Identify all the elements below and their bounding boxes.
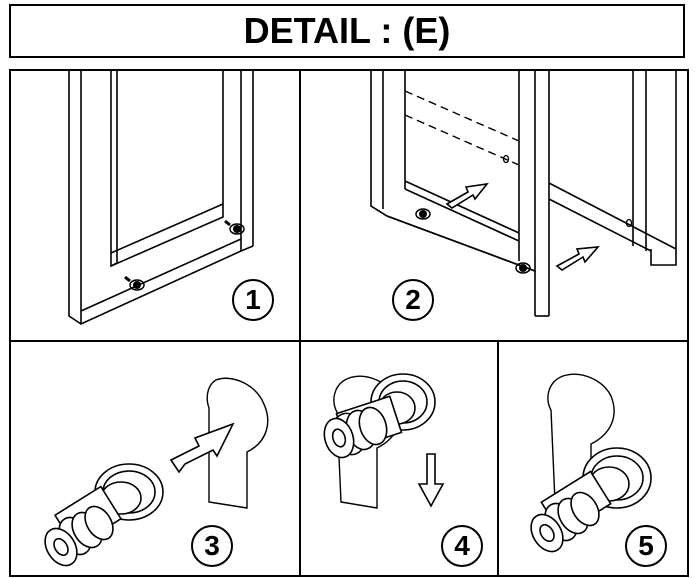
step-number-3: 3	[191, 525, 233, 567]
arrow-right-icon	[169, 422, 235, 474]
screw-icon	[515, 262, 531, 274]
step-number-5: 5	[625, 525, 667, 567]
arrow-right-icon	[555, 246, 600, 271]
panel-step-4: 4	[301, 342, 499, 575]
frame-screws-illustration	[68, 71, 254, 325]
screw-icon	[415, 208, 431, 220]
screw-icon	[530, 447, 652, 553]
arrow-down-icon	[417, 453, 445, 508]
detail-title: DETAIL : (E)	[9, 4, 685, 58]
step-number-2: 2	[392, 279, 434, 321]
screw-insert-illustration	[44, 377, 269, 567]
step-number-1: 1	[232, 279, 274, 321]
screw-icon	[44, 463, 164, 567]
arrow-right-icon	[445, 182, 489, 209]
screw-icon	[124, 275, 145, 291]
panel-step-5: 5	[499, 342, 687, 575]
panel-step-3: 3	[11, 342, 301, 575]
screw-icon	[323, 373, 436, 459]
step-grid: 1	[9, 69, 689, 577]
screw-icon	[224, 219, 245, 235]
screw-locked-illustration	[530, 373, 652, 553]
keyhole-icon	[206, 377, 269, 509]
screw-slide-illustration	[323, 373, 445, 509]
step-number-4: 4	[441, 525, 483, 567]
hole-icon	[502, 154, 510, 164]
frame-cabinet-illustration	[370, 71, 677, 317]
panel-step-1: 1	[11, 71, 301, 342]
panel-step-2: 2	[301, 71, 687, 342]
keyhole-icon	[547, 373, 615, 509]
hole-icon	[625, 218, 633, 228]
